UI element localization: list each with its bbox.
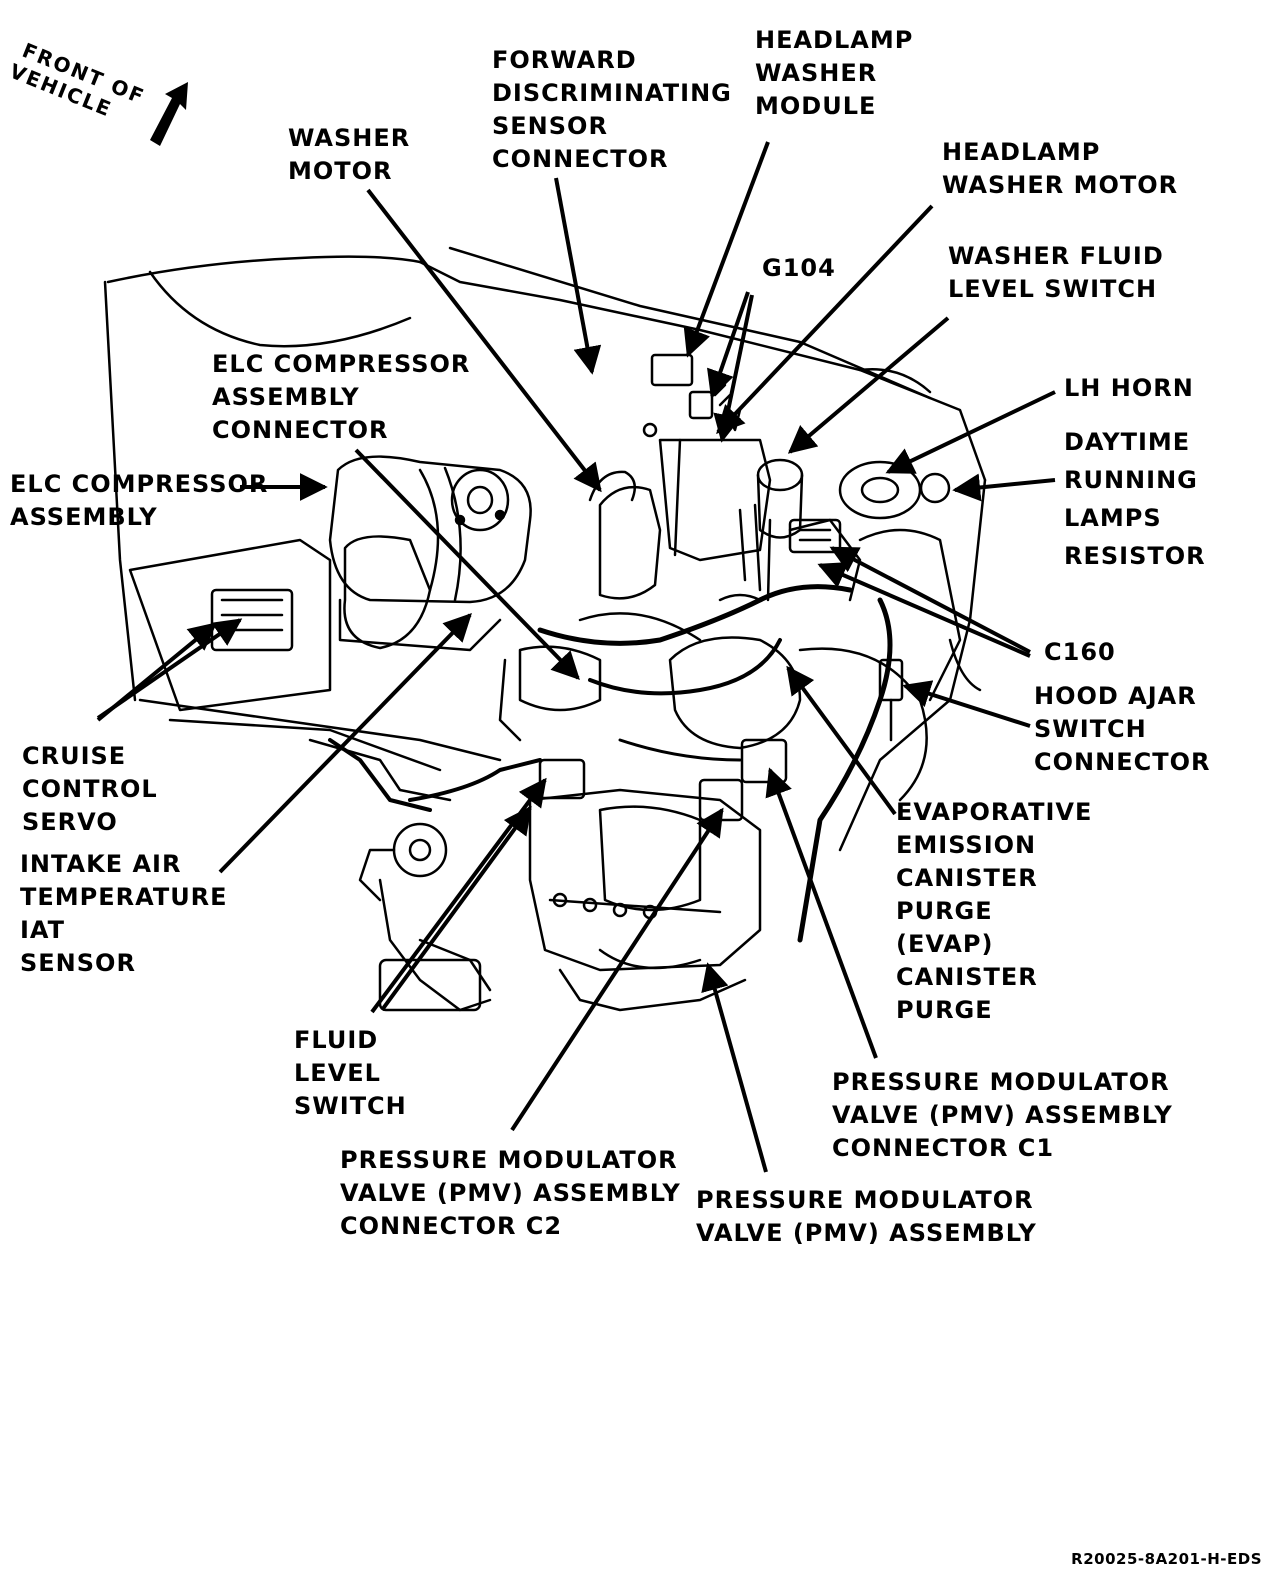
label-line: SERVO [22,808,118,836]
arrow-cruise-servo-b [96,622,218,722]
arrow-evap-purge [786,665,897,816]
label-hood-ajar-switch-connector: HOOD AJAR SWITCH CONNECTOR [1034,680,1210,779]
arrow-drl-resistor [952,473,1056,502]
label-line: CONNECTOR C2 [340,1212,563,1240]
label-line: TEMPERATURE [20,883,228,911]
label-elc-compressor-assembly-connector: ELC COMPRESSOR ASSEMBLY CONNECTOR [212,348,470,447]
label-line: WASHER [288,124,411,152]
label-line: VALVE (PMV) ASSEMBLY [832,1101,1173,1129]
arrow-forward-sensor [554,177,602,375]
label-line: HEADLAMP [755,26,914,54]
label-g104: G104 [762,252,836,285]
engine-compartment-illustration [103,246,987,1012]
label-cruise-control-servo: CRUISE CONTROL SERVO [22,740,158,839]
label-line: CONNECTOR [1034,748,1211,776]
label-headlamp-washer-module: HEADLAMP WASHER MODULE [755,24,913,123]
arrow-fluid-level-switch-a [370,777,547,1014]
label-line: IAT [20,916,66,944]
label-washer-motor: WASHER MOTOR [288,122,410,188]
label-line: CANISTER [896,963,1038,991]
label-line: PURGE [896,996,993,1024]
label-line: SENSOR [492,112,608,140]
label-line: PRESSURE MODULATOR [340,1146,678,1174]
arrow-fluid-level-switch-b [380,805,532,1012]
arrow-headlamp-washer-module [683,141,770,358]
arrow-pmv-assembly [701,962,768,1173]
arrow-iat-sensor [218,612,472,874]
label-elc-compressor-assembly: ELC COMPRESSOR ASSEMBLY [10,468,268,534]
label-line: FORWARD [492,46,637,74]
label-line: SWITCH [1034,715,1147,743]
arrow-hood-ajar [902,680,1031,728]
label-line: HEADLAMP [942,138,1101,166]
label-forward-discriminating-sensor-connector: FORWARD DISCRIMINATING SENSOR CONNECTOR [492,44,732,176]
label-headlamp-washer-motor: HEADLAMP WASHER MOTOR [942,136,1178,202]
label-line: CRUISE [22,742,127,770]
label-line: PURGE [896,897,993,925]
arrow-headlamp-washer-motor [716,204,934,435]
label-fluid-level-switch: FLUID LEVEL SWITCH [294,1024,407,1123]
label-line: MODULE [755,92,877,120]
label-line: PRESSURE MODULATOR [832,1068,1170,1096]
label-pmv-assembly: PRESSURE MODULATOR VALVE (PMV) ASSEMBLY [696,1184,1037,1250]
label-line: HOOD AJAR [1034,682,1197,710]
label-line: INTAKE AIR [20,850,182,878]
label-line: CANISTER [896,864,1038,892]
arrow-pmv-c2 [510,807,724,1132]
arrow-pmv-c1 [765,767,878,1059]
label-c160: C160 [1044,636,1116,669]
label-line: RUNNING [1064,466,1198,494]
label-line: LAMPS [1064,504,1162,532]
front-of-vehicle-arrow-icon [150,82,188,146]
arrow-g104-a [707,291,750,399]
label-line: LEVEL SWITCH [948,275,1158,303]
arrow-c160-a [829,546,1031,654]
label-line: DAYTIME [1064,428,1191,456]
arrow-elc-compressor-connector [354,448,580,681]
label-line: LH HORN [1064,374,1194,402]
label-pmv-assembly-connector-c1: PRESSURE MODULATOR VALVE (PMV) ASSEMBLY … [832,1066,1173,1165]
label-evap-canister-purge: EVAPORATIVE EMISSION CANISTER PURGE (EVA… [896,796,1092,1027]
label-line: CONNECTOR [212,416,389,444]
label-line: SENSOR [20,949,136,977]
label-line: FLUID [294,1026,379,1054]
arrow-washer-motor [366,188,602,493]
label-line: PRESSURE MODULATOR [696,1186,1034,1214]
leader-arrows [96,141,1056,1173]
label-line: WASHER [755,59,878,87]
figure-code: R20025-8A201-H-EDS [1071,1550,1262,1568]
label-washer-fluid-level-switch: WASHER FLUID LEVEL SWITCH [948,240,1164,306]
label-lh-horn: LH HORN [1064,372,1194,405]
label-line: SWITCH [294,1092,407,1120]
arrow-lh-horn [885,390,1056,474]
label-line: EMISSION [896,831,1037,859]
label-line: ASSEMBLY [212,383,360,411]
label-line: C160 [1044,638,1116,666]
label-line: MOTOR [288,157,393,185]
label-line: ELC COMPRESSOR [10,470,269,498]
label-line: CONTROL [22,775,158,803]
label-daytime-running-lamps-resistor: DAYTIME RUNNING LAMPS RESISTOR [1064,426,1206,573]
label-line: WASHER FLUID [948,242,1164,270]
label-line: ELC COMPRESSOR [212,350,471,378]
label-line: VALVE (PMV) ASSEMBLY [340,1179,681,1207]
label-line: (EVAP) [896,930,994,958]
label-pmv-assembly-connector-c2: PRESSURE MODULATOR VALVE (PMV) ASSEMBLY … [340,1144,681,1243]
arrow-washer-fluid-switch [787,316,950,454]
label-line: CONNECTOR [492,145,669,173]
label-line: EVAPORATIVE [896,798,1093,826]
label-line: WASHER MOTOR [942,171,1179,199]
label-line: G104 [762,254,836,282]
label-line: DISCRIMINATING [492,79,732,107]
label-line: CONNECTOR C1 [832,1134,1055,1162]
label-line: LEVEL [294,1059,381,1087]
label-line: RESISTOR [1064,542,1206,570]
arrow-c160-b [817,562,1031,658]
label-line: VALVE (PMV) ASSEMBLY [696,1219,1037,1247]
label-line: ASSEMBLY [10,503,158,531]
label-intake-air-temperature-sensor: INTAKE AIR TEMPERATURE IAT SENSOR [20,848,228,980]
